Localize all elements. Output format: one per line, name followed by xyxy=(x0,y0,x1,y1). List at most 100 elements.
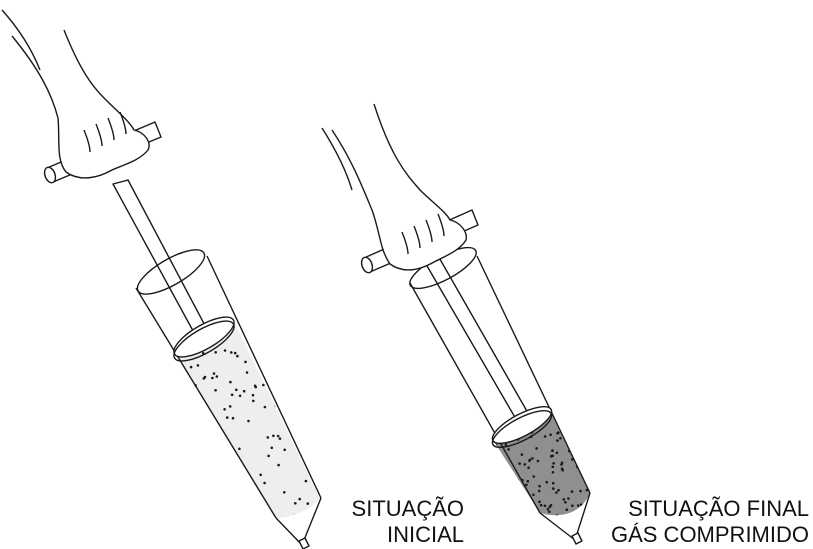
gas-particle xyxy=(169,379,172,382)
gas-particle xyxy=(309,370,312,373)
gas-particle xyxy=(292,333,295,336)
gas-particle xyxy=(507,472,510,475)
gas-particle xyxy=(304,430,307,433)
gas-particle xyxy=(212,514,215,517)
caption-initial-line1: SITUAÇÃO xyxy=(352,496,464,522)
gas-particle xyxy=(197,455,200,458)
tube-wall-left-final xyxy=(410,283,540,513)
gas-particle xyxy=(211,377,214,380)
gas-particle xyxy=(527,466,530,469)
gas-particle xyxy=(198,485,201,488)
gas-particle xyxy=(538,501,541,504)
gas-particle xyxy=(294,502,297,505)
gas-particle xyxy=(181,453,184,456)
gas-particle xyxy=(552,466,555,469)
gas-particle xyxy=(232,482,235,485)
gas-particle xyxy=(562,424,565,427)
gas-particle xyxy=(238,314,241,317)
gas-particle xyxy=(489,413,492,416)
gas-particle xyxy=(170,456,173,459)
gas-particle xyxy=(244,474,247,477)
gas-particle xyxy=(171,376,174,379)
gas-particle xyxy=(245,506,248,509)
gas-particle xyxy=(236,355,239,358)
gas-particle xyxy=(566,508,569,511)
gas-particle xyxy=(573,438,576,441)
gas-particle xyxy=(516,509,519,512)
gas-particle xyxy=(591,448,594,451)
gas-particle xyxy=(491,514,494,517)
gas-particle xyxy=(571,436,574,439)
gas-particle xyxy=(548,506,551,509)
gas-particle xyxy=(276,331,279,334)
gas-particle xyxy=(229,381,232,384)
gas-particle xyxy=(312,417,315,420)
gas-particle xyxy=(293,514,296,517)
gas-particle xyxy=(277,435,280,438)
gas-particle xyxy=(307,502,310,505)
gas-particle xyxy=(204,376,207,379)
gas-particle xyxy=(247,513,250,516)
gas-particle xyxy=(235,389,238,392)
gas-particle xyxy=(552,462,555,465)
gas-particle xyxy=(509,481,512,484)
gas-particle xyxy=(538,485,541,488)
gas-particle xyxy=(213,372,216,375)
gas-particle xyxy=(544,505,547,508)
gas-particle xyxy=(564,501,567,504)
gas-particle xyxy=(560,463,563,466)
gas-particle xyxy=(224,349,227,352)
gas-particle xyxy=(190,438,193,441)
gas-particle xyxy=(501,509,504,512)
gas-particle xyxy=(267,455,270,458)
gas-particle xyxy=(547,508,550,511)
gas-particle xyxy=(549,433,552,436)
gas-particle xyxy=(591,459,594,462)
gas-particle xyxy=(561,467,564,470)
gas-particle xyxy=(551,449,554,452)
gas-particle xyxy=(540,504,543,507)
gas-particle xyxy=(181,449,184,452)
gas-particle xyxy=(583,457,586,460)
gas-particle xyxy=(202,500,205,503)
gas-particle xyxy=(187,516,190,519)
gas-particle xyxy=(494,495,497,498)
hand-initial xyxy=(12,30,149,178)
nozzle-final xyxy=(572,533,582,544)
gas-particle xyxy=(567,433,570,436)
gas-particle xyxy=(544,435,547,438)
gas-particle xyxy=(180,488,183,491)
gas-particle xyxy=(590,406,593,409)
gas-particle xyxy=(557,489,560,492)
gas-particle xyxy=(258,321,261,324)
gas-particle xyxy=(593,511,596,514)
gas-particle xyxy=(505,444,508,447)
gas-particle xyxy=(230,351,233,354)
gas-particle xyxy=(231,394,234,397)
gas-particle xyxy=(283,491,286,494)
gas-particle xyxy=(559,437,562,440)
gas-particle xyxy=(531,457,534,460)
gas-particle xyxy=(284,332,287,335)
gas-particle xyxy=(298,498,301,501)
gas-particle xyxy=(527,513,530,516)
gas-particle xyxy=(323,388,326,391)
gas-particle xyxy=(320,335,323,338)
gas-particle xyxy=(246,371,249,374)
gas-particle xyxy=(518,462,521,465)
gas-particle xyxy=(221,515,224,518)
gas-particle xyxy=(509,495,512,498)
gas-particle xyxy=(516,507,519,510)
gas-particle xyxy=(298,389,301,392)
gas-particle xyxy=(500,510,503,513)
gas-particle xyxy=(220,497,223,500)
caption-initial: SITUAÇÃO INICIAL xyxy=(352,496,464,548)
gas-particle xyxy=(252,400,255,403)
gas-particle xyxy=(175,507,178,510)
gas-particle xyxy=(489,492,492,495)
gas-particle xyxy=(538,490,541,493)
gas-particle xyxy=(567,497,570,500)
gas-particle xyxy=(197,474,200,477)
gas-particle xyxy=(213,494,216,497)
gas-particle xyxy=(229,475,232,478)
